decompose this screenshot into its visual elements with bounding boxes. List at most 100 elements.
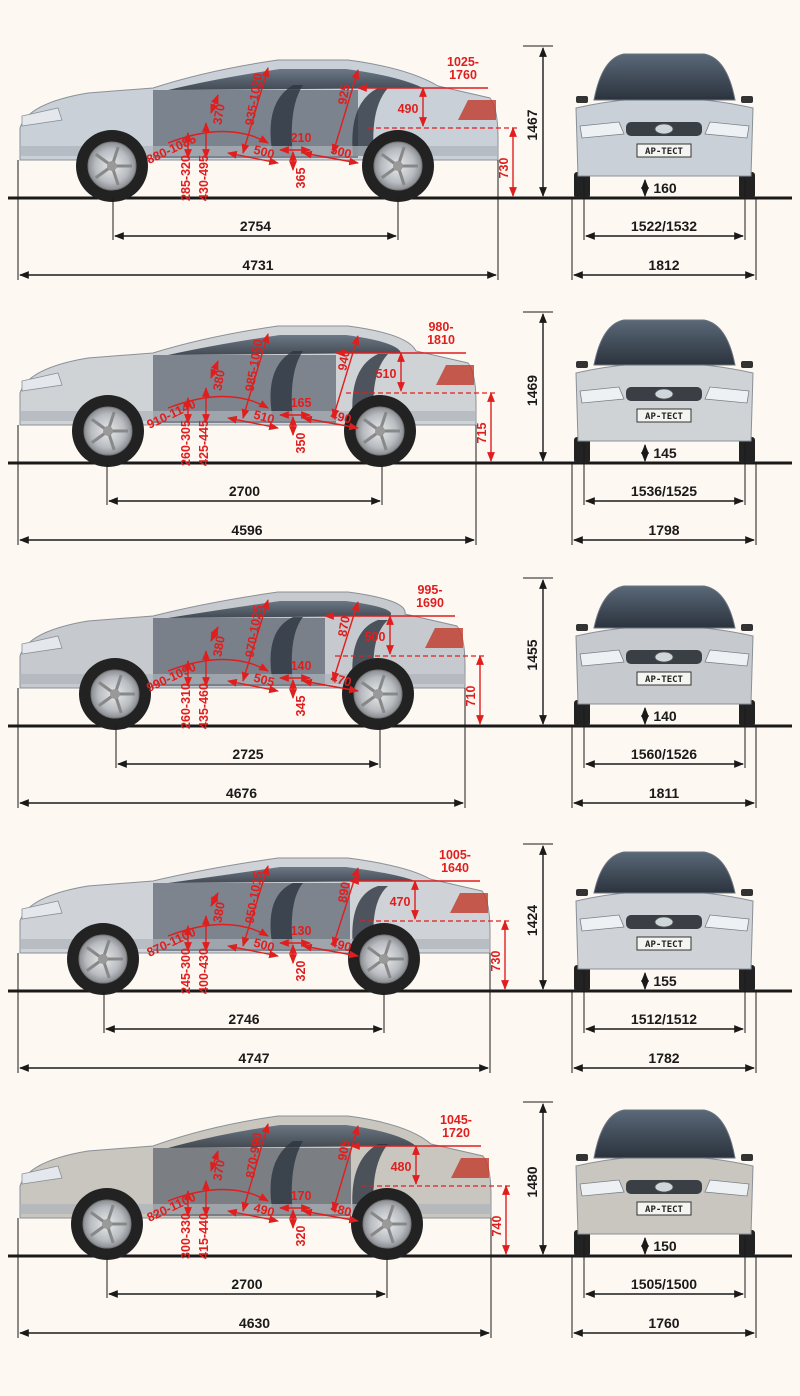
length-label: 4630 [239, 1315, 270, 1331]
front-headroom-dimension [210, 626, 219, 642]
trunk-length-label: 1005-1640 [439, 848, 471, 875]
rear-cushion-dimension [302, 678, 359, 694]
left-mirror [576, 624, 588, 631]
trunk-depth-label: 470 [390, 895, 411, 909]
left-mirror [576, 361, 588, 368]
wheel-hub [393, 161, 403, 171]
license-plate-text: АР-ТЕСТ [645, 675, 684, 685]
front-seat-range-arc [167, 1188, 269, 1202]
front-cushion-dimension [227, 943, 279, 959]
windshield [593, 53, 736, 101]
trunk-length-label: 995-1690 [416, 583, 444, 610]
rear-diagonal-dimension [331, 69, 360, 154]
knee-room-label: 210 [291, 131, 312, 145]
front-seat-range-arc [167, 923, 269, 937]
license-plate [636, 936, 692, 951]
trunk-length-label: 980-1810 [427, 320, 455, 347]
headlight [21, 635, 63, 655]
front-seat-silhouette [270, 883, 303, 949]
width-label: 1811 [649, 785, 680, 801]
front-seat-height-label: 245-300 [179, 948, 193, 994]
front-cushion-label: 505 [252, 671, 276, 690]
front-right-tire [739, 437, 755, 463]
right-mirror [741, 889, 753, 896]
front-right-tire [739, 700, 755, 726]
tail-light [425, 628, 463, 648]
headlight [21, 372, 63, 392]
rear-diagonal-label: 890 [335, 881, 352, 904]
front-headroom-label: 380 [210, 635, 227, 658]
rear-cushion-label: 480 [329, 1201, 353, 1220]
length-label: 4731 [242, 257, 273, 273]
height-label: 1469 [524, 375, 540, 406]
toyota-emblem-icon [654, 1181, 674, 1193]
front-view-car: АР-ТЕСТ [574, 851, 755, 991]
license-plate [636, 143, 692, 158]
tail-light [458, 100, 496, 120]
front-seat-range-arc [167, 130, 269, 144]
left-mirror [576, 96, 588, 103]
headlight [21, 900, 63, 920]
front-view-car: АР-ТЕСТ [574, 1109, 755, 1256]
trunk-sill-label: 740 [490, 1216, 504, 1237]
right-headlight [704, 914, 750, 932]
trunk-sill-label: 730 [489, 951, 503, 972]
rear-diagonal-dimension [331, 601, 360, 682]
height-label: 1480 [524, 1166, 540, 1197]
front-seat-height-label: 285-320 [179, 155, 193, 201]
front-diagonal-dimension [241, 1123, 270, 1212]
license-plate-text: АР-ТЕСТ [645, 412, 684, 422]
headlight [21, 107, 63, 127]
trunk-depth-label: 480 [391, 1160, 412, 1174]
windshield [593, 1109, 736, 1159]
front-seat-range-arc [167, 395, 269, 409]
front-left-tire [574, 965, 590, 991]
license-plate-text: АР-ТЕСТ [645, 1205, 684, 1215]
knee-room-label: 165 [291, 396, 312, 410]
front-cushion-dimension [227, 150, 279, 166]
track-label: 1536/1525 [631, 483, 697, 499]
front-seat-silhouette [270, 85, 303, 156]
clearance-label: 155 [653, 973, 677, 989]
front-body [575, 1155, 754, 1235]
rear-diagonal-dimension [331, 1125, 360, 1212]
rear-cushion-label: 470 [329, 671, 353, 690]
rear-floor-label: 345 [294, 696, 308, 717]
front-view-car: АР-ТЕСТ [574, 53, 755, 198]
front-left-tire [574, 437, 590, 463]
front-seat-range-arc [167, 658, 269, 672]
left-headlight [579, 914, 625, 932]
front-seat-height-label: 260-305 [179, 420, 193, 466]
trunk-sill-label: 715 [475, 423, 489, 444]
tail-light [450, 893, 488, 913]
rear-cushion-label: 490 [329, 408, 353, 427]
rear-cushion-label: 500 [329, 143, 353, 162]
right-headlight [704, 386, 750, 404]
clearance-label: 145 [653, 445, 677, 461]
rear-diagonal-dimension [331, 867, 360, 947]
front-cushion-dimension [227, 1208, 279, 1224]
front-body [575, 362, 754, 442]
front-headroom-dimension [210, 94, 219, 114]
wheelbase-label: 2700 [229, 483, 260, 499]
clearance-label: 140 [653, 708, 677, 724]
knee-room-label: 170 [291, 1189, 312, 1203]
rear-cushion-label: 490 [329, 936, 353, 955]
rear-seat-silhouette [352, 88, 388, 156]
front-headroom-dimension [210, 1150, 219, 1172]
wheelbase-label: 2700 [231, 1276, 262, 1292]
front-seat-silhouette [270, 351, 303, 421]
wheel-hub [379, 954, 389, 964]
windshield [593, 319, 736, 366]
track-label: 1522/1532 [631, 218, 697, 234]
front-diagonal-dimension [241, 599, 270, 682]
front-seat-height-label: 260-310 [179, 683, 193, 729]
front-cushion-label: 490 [252, 1201, 276, 1220]
front-seat-silhouette [270, 1141, 303, 1214]
license-plate [636, 408, 692, 423]
peugeot-lion-icon [654, 651, 674, 663]
